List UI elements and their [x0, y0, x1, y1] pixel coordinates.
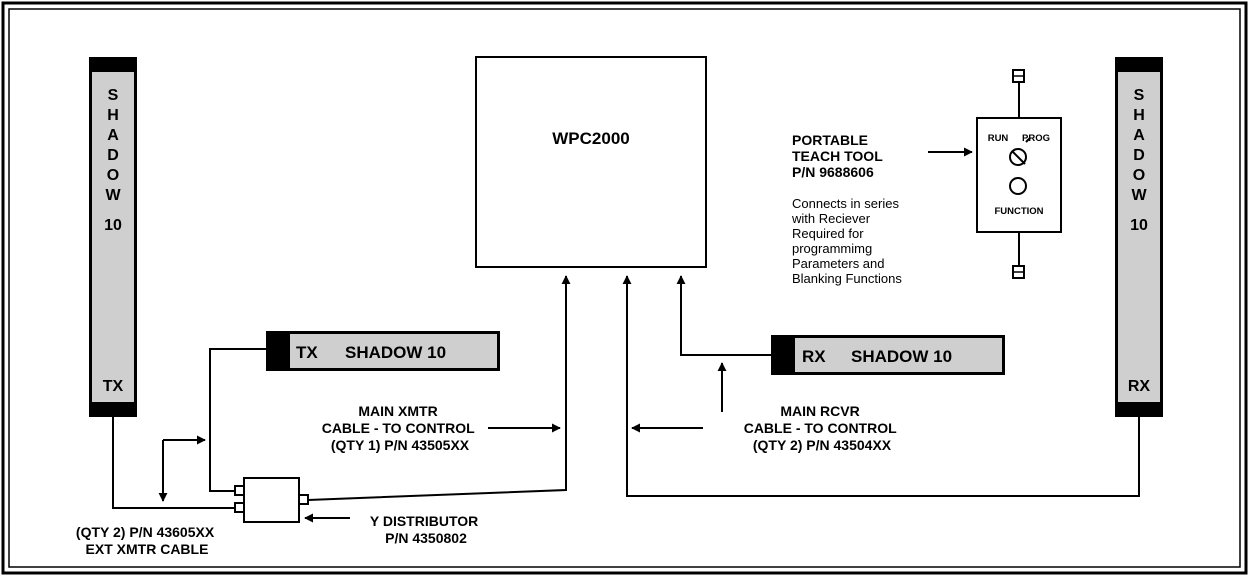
left-sensor-letter: W [105, 187, 121, 204]
left-sensor-column: S H A D O W 10 TX [89, 57, 137, 417]
left-sensor-model: 10 [104, 217, 122, 234]
y-distributor-label: Y DISTRIBUTOR P/N 4350802 [370, 513, 482, 546]
left-sensor-letter: A [107, 127, 119, 144]
left-sensor-letter: S [108, 87, 119, 104]
rx-unit-code: RX [802, 347, 826, 366]
right-sensor-letter: D [1133, 147, 1145, 164]
right-sensor-end-label: RX [1128, 378, 1151, 395]
main-rcvr-cable-label: MAIN RCVR CABLE - TO CONTROL (QTY 2) P/N… [744, 403, 901, 453]
tx-unit-code: TX [296, 343, 318, 362]
rx-unit-cable [676, 275, 771, 356]
left-sensor-letter: D [107, 147, 119, 164]
main-xmtr-cable-label: MAIN XMTR CABLE - TO CONTROL (QTY 1) P/N… [322, 403, 479, 453]
tx-unit: TX SHADOW 10 [266, 331, 500, 371]
right-sensor-column: S H A D O W 10 RX [1115, 57, 1163, 417]
y-distributor [234, 477, 309, 523]
teach-tool-note: Connects in series with Reciever Require… [791, 196, 903, 286]
controller-box [475, 56, 707, 268]
teach-tool-body [976, 117, 1062, 233]
left-sensor-letter: H [107, 107, 119, 124]
switch-prog-label: PROG [1022, 133, 1050, 144]
right-sensor-letter: A [1133, 127, 1145, 144]
teach-tool-title: PORTABLE TEACH TOOL P/N 9688606 [792, 132, 886, 180]
right-sensor-letter: W [1131, 187, 1147, 204]
right-sensor-letter: O [1133, 167, 1145, 184]
right-sensor-letter: S [1134, 87, 1145, 104]
tx-unit-name: SHADOW 10 [345, 343, 446, 362]
ext-xmtr-cable-tx-unit [209, 348, 266, 492]
function-label: FUNCTION [994, 206, 1043, 217]
main-rcvr-cable [622, 275, 1140, 497]
controller-label: WPC2000 [552, 129, 629, 148]
function-button [1009, 177, 1027, 195]
left-sensor-letter: O [107, 167, 119, 184]
main-xmtr-cable [307, 275, 571, 501]
rx-unit-name: SHADOW 10 [851, 347, 952, 366]
ext-xmtr-cable-label: (QTY 2) P/N 43605XX EXT XMTR CABLE [76, 524, 218, 557]
teach-tool: RUN PROG FUNCTION [976, 69, 1062, 279]
ext-xmtr-cable-tx [112, 417, 235, 509]
left-sensor-end-label: TX [103, 378, 124, 395]
rx-unit: RX SHADOW 10 [771, 335, 1005, 375]
switch-run-label: RUN [988, 133, 1009, 144]
inner-frame [8, 8, 1241, 568]
right-sensor-model: 10 [1130, 217, 1148, 234]
right-sensor-letter: H [1133, 107, 1145, 124]
